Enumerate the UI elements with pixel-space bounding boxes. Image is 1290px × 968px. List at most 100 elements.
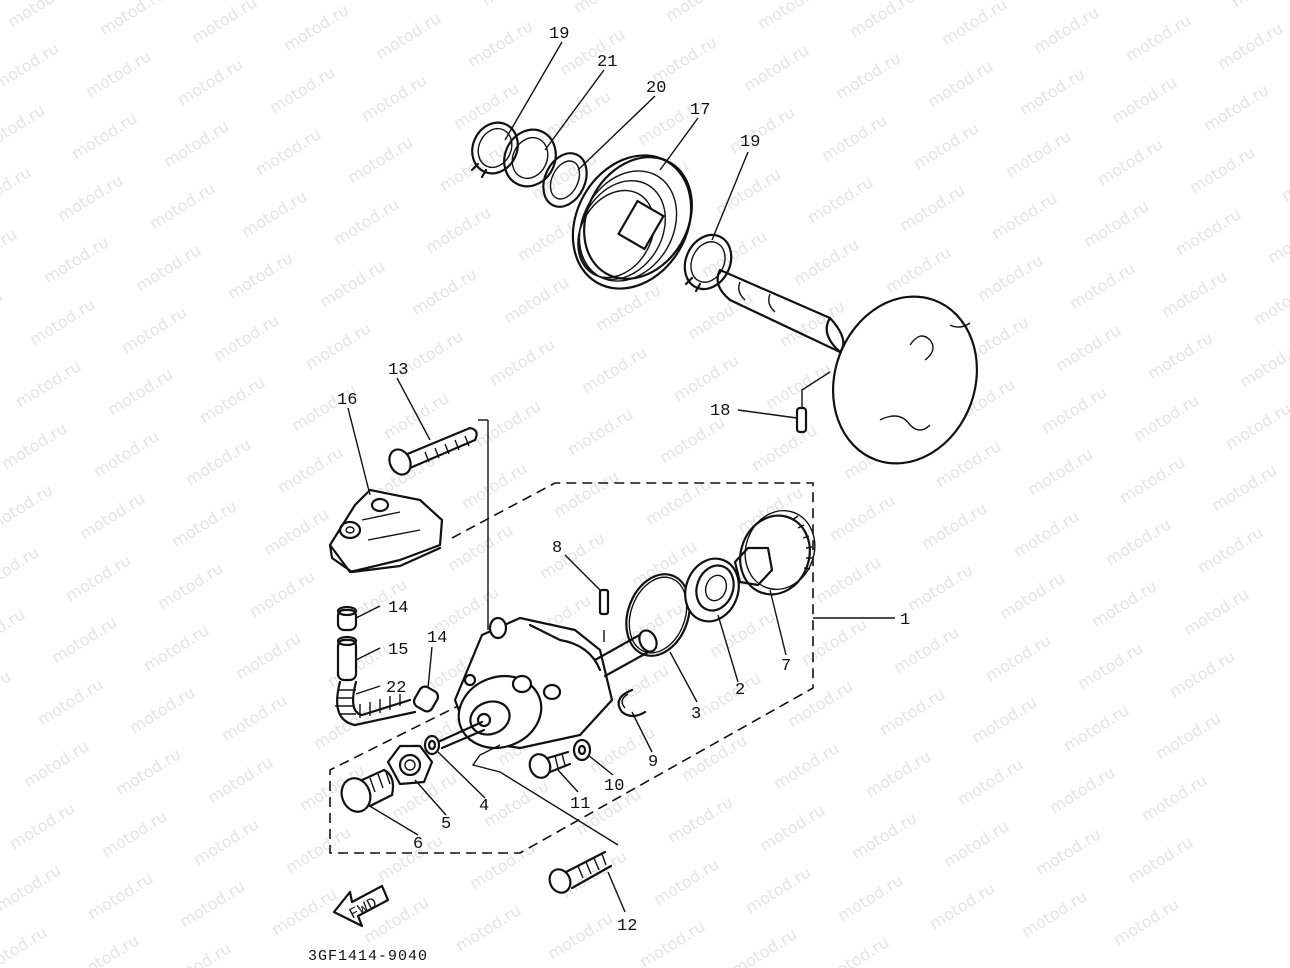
drawing-code: 3GF1414-9040: [308, 948, 428, 965]
circlip-19-right: [683, 233, 733, 293]
watermark-text: motod.ru: [662, 0, 734, 25]
screw-12: [548, 850, 613, 894]
watermark-text: motod.ru: [896, 180, 968, 235]
watermark-text: motod.ru: [1172, 204, 1244, 259]
watermark-text: motod.ru: [90, 426, 162, 481]
label-2: 2: [735, 681, 745, 700]
watermark-text: motod.ru: [664, 792, 736, 847]
watermark-text: motod.ru: [982, 630, 1054, 685]
watermark-text: motod.ru: [96, 0, 168, 39]
watermark-text: motod.ru: [832, 48, 904, 103]
watermark-text: motod.ru: [776, 296, 848, 351]
watermark-text: motod.ru: [1186, 142, 1258, 197]
watermark-text: motod.ru: [0, 604, 28, 659]
watermark-text: motod.ru: [266, 62, 338, 117]
watermark-text: motod.ru: [1018, 886, 1090, 941]
watermark-text: motod.ru: [918, 498, 990, 553]
watermark-text: motod.ru: [182, 434, 254, 489]
clip-9: [617, 688, 647, 718]
watermark-text: motod.ru: [48, 612, 120, 667]
watermark-text: motod.ru: [330, 194, 402, 249]
label-4: 4: [479, 797, 489, 816]
watermark-text: motod.ru: [464, 16, 536, 71]
watermark-text: motod.ru: [650, 854, 722, 909]
watermark-text: motod.ru: [0, 860, 64, 915]
watermark-text: motod.ru: [600, 660, 672, 715]
watermark-text: motod.ru: [132, 240, 204, 295]
watermark-text: motod.ru: [974, 250, 1046, 305]
watermark-text: motod.ru: [0, 922, 50, 968]
spacer-20: [542, 152, 588, 208]
watermark-text: motod.ru: [924, 56, 996, 111]
watermark-text: motod.ru: [160, 116, 232, 171]
watermark-text: motod.ru: [224, 248, 296, 303]
watermark-text: motod.ru: [1060, 700, 1132, 755]
watermark-text: motod.ru: [232, 628, 304, 683]
watermark-text: motod.ru: [238, 186, 310, 241]
watermark-text: motod.ru: [408, 264, 480, 319]
watermark-text: motod.ru: [62, 550, 134, 605]
watermark-text: motod.ru: [168, 496, 240, 551]
label-18: 18: [710, 402, 730, 421]
watermark-text: motod.ru: [486, 334, 558, 389]
watermark-text: motod.ru: [570, 0, 642, 17]
watermark-text: motod.ru: [20, 736, 92, 791]
pulley-17: [571, 154, 693, 290]
label-20: 20: [646, 79, 666, 98]
watermark-text: motod.ru: [1166, 646, 1238, 701]
watermark-text: motod.ru: [756, 800, 828, 855]
label-11: 11: [570, 795, 590, 814]
watermark-text: motod.ru: [1074, 638, 1146, 693]
watermark-text: motod.ru: [1264, 212, 1290, 267]
watermark-text: motod.ru: [0, 224, 20, 279]
label-10: 10: [604, 777, 624, 796]
watermark-text: motod.ru: [862, 746, 934, 801]
watermark-text: motod.ru: [380, 388, 452, 443]
label-7: 7: [781, 657, 791, 676]
watermark-text: motod.ru: [0, 418, 70, 473]
watermark-text: motod.ru: [1032, 824, 1104, 879]
label-14-right: 14: [427, 629, 447, 648]
watermark-text: motod.ru: [1116, 452, 1188, 507]
watermark-text: motod.ru: [1130, 390, 1202, 445]
watermark-text: motod.ru: [890, 622, 962, 677]
label-6: 6: [413, 835, 423, 854]
watermark-text: motod.ru: [826, 490, 898, 545]
watermark-text: motod.ru: [798, 614, 870, 669]
watermark-text: motod.ru: [1024, 444, 1096, 499]
assembly-outline: [329, 482, 814, 854]
watermark-text: motod.ru: [742, 862, 814, 917]
watermark-text: motod.ru: [84, 868, 156, 923]
washer-4: [423, 734, 441, 756]
label-9: 9: [648, 753, 658, 772]
label-1: 1: [900, 611, 910, 630]
watermark-text: motod.ru: [218, 690, 290, 745]
watermark-text: motod.ru: [926, 878, 998, 933]
watermark-text: motod.ru: [1200, 80, 1272, 135]
watermark-text: motod.ru: [76, 488, 148, 543]
watermark-text: motod.ru: [146, 178, 218, 233]
watermark-text: motod.ru: [246, 566, 318, 621]
watermark-text: motod.ru: [302, 318, 374, 373]
watermark-text: motod.ru: [1152, 708, 1224, 763]
watermark-text: motod.ru: [1122, 10, 1194, 65]
watermark-text: motod.ru: [4, 0, 76, 31]
watermark-text: motod.ru: [1038, 382, 1110, 437]
watermark-text: motod.ru: [954, 754, 1026, 809]
watermark-text: motod.ru: [0, 666, 14, 721]
watermark-text: motod.ru: [1030, 2, 1102, 57]
watermark-text: motod.ru: [636, 916, 708, 968]
watermark-text: motod.ru: [1250, 274, 1290, 329]
label-13: 13: [388, 361, 408, 380]
watermark-text: motod.ru: [1124, 832, 1196, 887]
watermark-text: motod.ru: [316, 256, 388, 311]
pin-18: [795, 371, 831, 434]
watermark-text: motod.ru: [542, 86, 614, 141]
bearing-2: [684, 557, 740, 623]
watermark-text: motod.ru: [1016, 64, 1088, 119]
watermark-text: motod.ru: [188, 0, 260, 47]
watermark-text: motod.ru: [98, 806, 170, 861]
watermark-text: motod.ru: [112, 744, 184, 799]
watermark-text: motod.ru: [196, 372, 268, 427]
